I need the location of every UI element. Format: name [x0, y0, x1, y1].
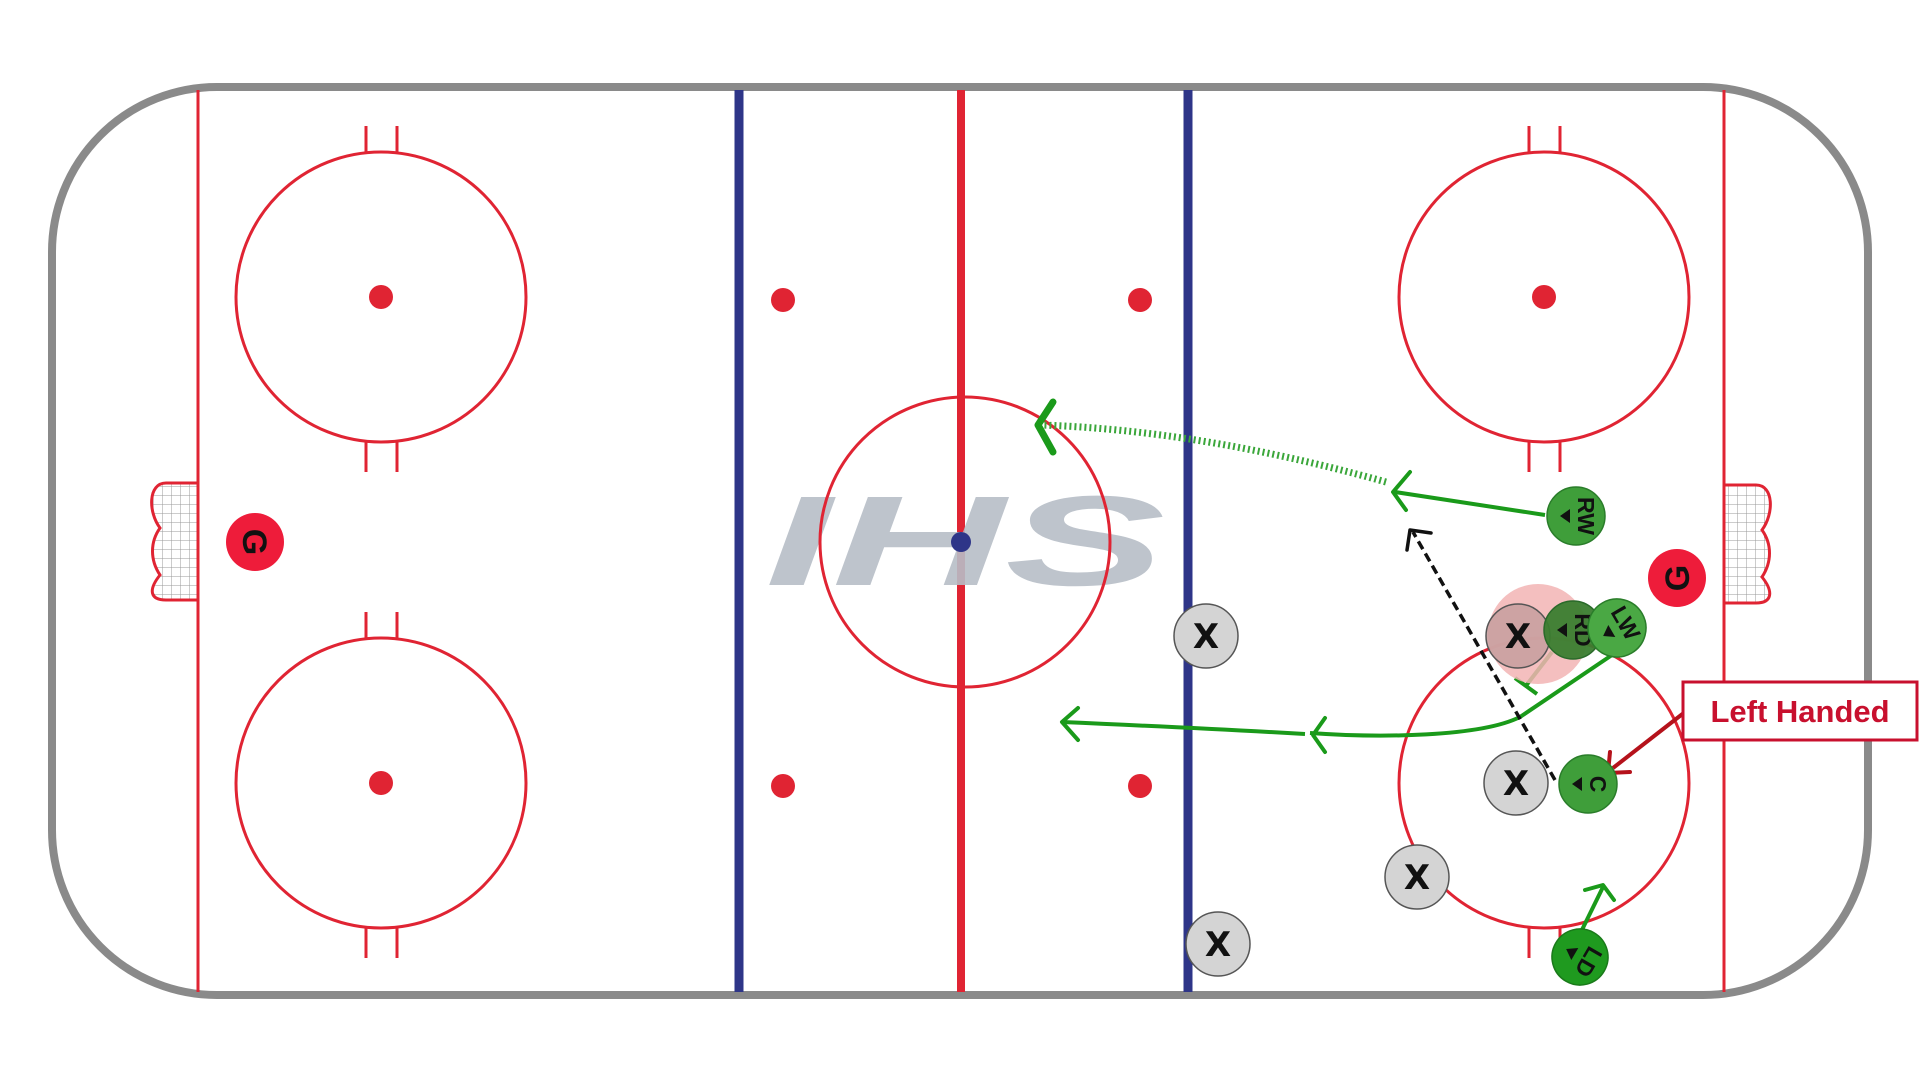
faceoff-dot — [369, 285, 393, 309]
goal-net-left — [150, 481, 200, 602]
c-pass-path — [1411, 531, 1557, 781]
svg-text:X: X — [1505, 617, 1531, 657]
center-faceoff-circle — [818, 395, 1112, 689]
defender-x4: X — [1384, 844, 1450, 910]
callout-leader-line — [1611, 710, 1687, 770]
lw-skate-path-continued — [1061, 720, 1306, 736]
defender-x1: X — [1173, 603, 1239, 669]
defender-x3: X — [1483, 750, 1549, 816]
rw-skate-arrowhead — [1391, 470, 1412, 512]
svg-text:G: G — [1659, 565, 1697, 591]
player-lw: LW — [1587, 598, 1647, 658]
svg-text:X: X — [1205, 925, 1231, 965]
rw-pass-arrowhead — [1034, 398, 1057, 456]
faceoff-dot — [369, 771, 393, 795]
svg-text:G: G — [235, 529, 273, 555]
neutral-zone-dot — [1128, 288, 1152, 312]
center-faceoff-dot — [951, 532, 971, 552]
callout-box — [1681, 680, 1919, 742]
lw-skate-arrowhead-end — [1060, 706, 1080, 742]
faceoff-dot — [1532, 285, 1556, 309]
defender-x5: X — [1185, 911, 1251, 977]
callout-label: Left Handed — [1710, 694, 1889, 729]
player-c: C — [1558, 754, 1618, 814]
goalie-left: G — [226, 513, 284, 571]
svg-text:X: X — [1404, 858, 1430, 898]
c-pass-arrowhead — [1405, 528, 1433, 552]
ld-skate-arrowhead — [1583, 883, 1616, 902]
svg-text:X: X — [1193, 617, 1219, 657]
neutral-zone-dot — [771, 288, 795, 312]
rw-skate-path — [1394, 490, 1546, 517]
lw-skate-arrowhead-mid — [1311, 716, 1327, 754]
neutral-zone-dot — [771, 774, 795, 798]
faceoff-circle-left-top — [234, 126, 528, 472]
svg-text:X: X — [1503, 764, 1529, 804]
defender-x2: X — [1485, 603, 1551, 669]
faceoff-circle-right-top — [1397, 126, 1691, 472]
svg-text:C: C — [1585, 776, 1611, 793]
rw-pass-path-dashed — [1039, 421, 1387, 486]
neutral-zone-dot — [1128, 774, 1152, 798]
lw-skate-path — [1309, 653, 1614, 738]
faceoff-circle-left-bottom — [234, 612, 528, 958]
player-rw: RW — [1546, 486, 1606, 546]
goal-net-right — [1722, 483, 1772, 605]
goalie-right: G — [1648, 549, 1706, 607]
player-ld: LD — [1551, 928, 1609, 986]
svg-text:RW: RW — [1573, 497, 1599, 535]
